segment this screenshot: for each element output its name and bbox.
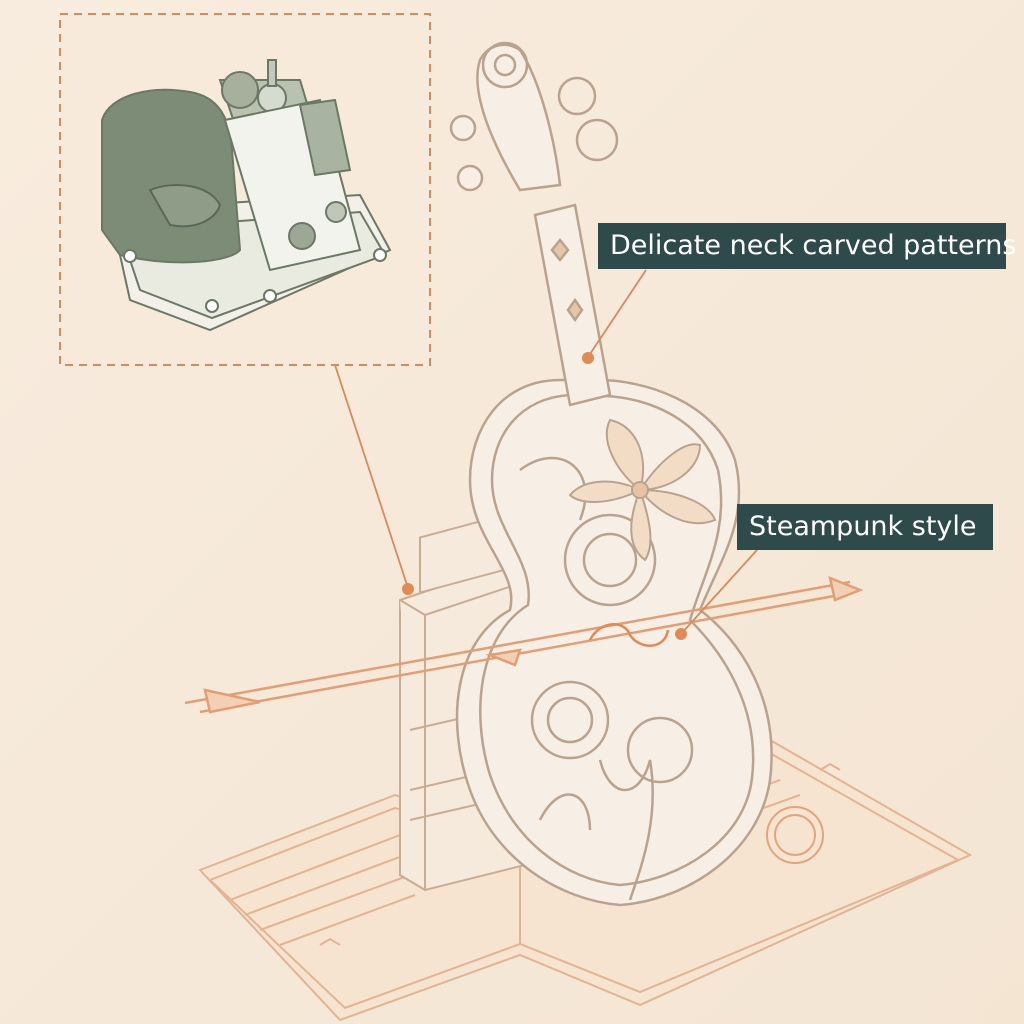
steampunk-leader-line	[680, 549, 758, 635]
music-box-mechanism	[101, 59, 392, 332]
neck-pointer-dot	[582, 352, 594, 364]
neck-patterns-callout: Delicate neck carved patterns	[598, 223, 1016, 269]
flower-ornament	[568, 418, 717, 562]
mechanism-pointer-dot	[402, 583, 414, 595]
steampunk-style-callout: Steampunk style	[737, 504, 993, 550]
leader-dots	[402, 352, 687, 640]
steampunk-pointer-dot	[675, 628, 687, 640]
steampunk-style-label: Steampunk style	[749, 511, 977, 542]
cello-bow	[184, 575, 864, 714]
neck-leader-line	[587, 269, 647, 358]
mechanism-leader-line	[334, 364, 409, 589]
leader-lines	[334, 269, 758, 635]
mechanism-inset	[59, 13, 431, 366]
neck-patterns-label: Delicate neck carved patterns	[610, 230, 1017, 261]
